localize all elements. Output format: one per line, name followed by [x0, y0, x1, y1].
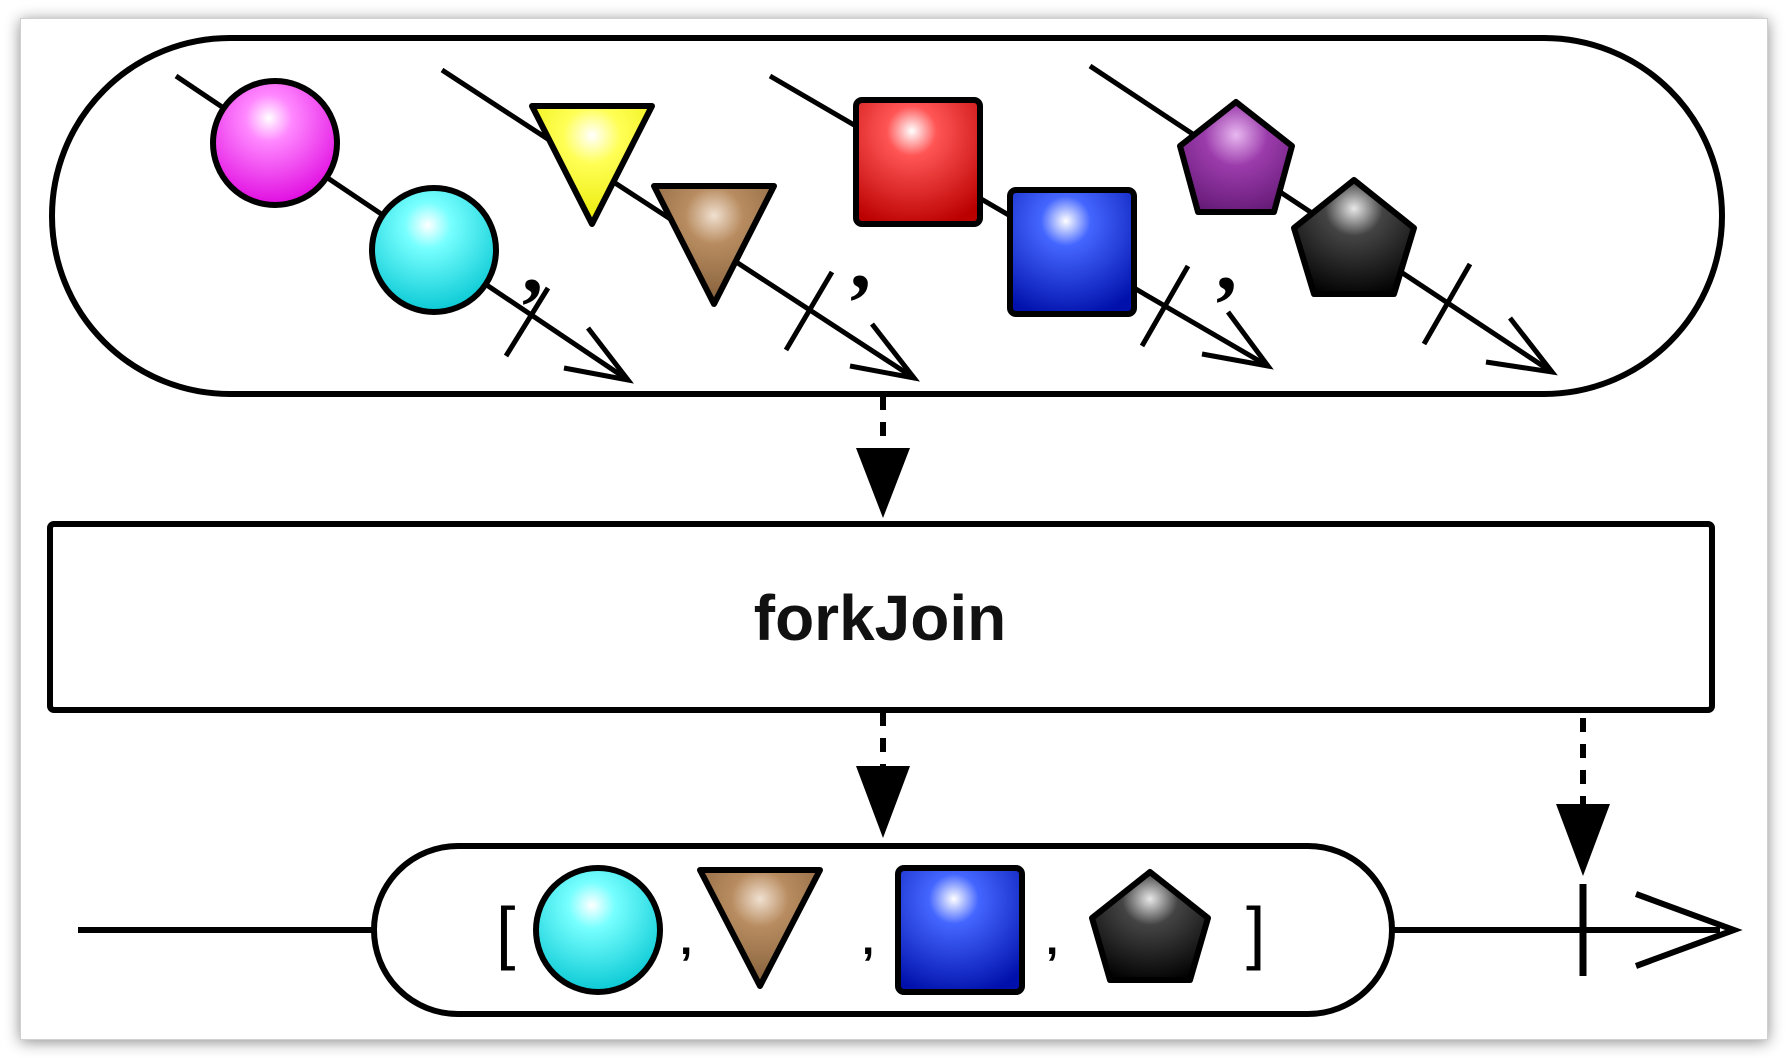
- connector-arrowhead: [856, 448, 910, 518]
- black-pentagon-marble: [1291, 177, 1417, 297]
- operator-label: forkJoin: [754, 582, 1006, 654]
- stream-separator-comma: ,: [522, 218, 543, 311]
- completion-connector: [1556, 718, 1610, 876]
- black-pentagon-marble: [1089, 869, 1211, 983]
- input-stream-squares: [768, 73, 1274, 370]
- completion-tick: [783, 270, 835, 352]
- connector-arrowhead: [1556, 804, 1610, 876]
- stream-arrowhead: [849, 322, 921, 382]
- array-separator-comma: ,: [862, 915, 874, 964]
- completion-tick: [1139, 264, 1191, 348]
- array-separator-comma: ,: [1046, 915, 1058, 964]
- completion-tick: [1421, 262, 1473, 346]
- output-capsule: [ , , , ]: [371, 843, 1395, 1017]
- open-bracket: [: [496, 893, 515, 971]
- operator-to-result-connector: [856, 712, 910, 838]
- stream-arrowhead: [1201, 310, 1274, 370]
- red-square-marble: [853, 97, 983, 227]
- array-separator-comma: ,: [680, 915, 692, 964]
- connector-arrowhead: [856, 766, 910, 838]
- output-capsule-outline: [371, 843, 1395, 1017]
- stream-separator-comma: ,: [850, 214, 871, 307]
- input-stream-circles: [174, 73, 634, 384]
- blue-square-marble: [1007, 187, 1137, 317]
- blue-square-marble: [895, 865, 1025, 995]
- yellow-triangle-marble: [529, 103, 655, 227]
- cyan-circle-marble: [369, 185, 499, 315]
- completion-tick: [503, 286, 551, 358]
- magenta-circle-marble: [210, 78, 340, 208]
- stream-arrowhead: [1485, 316, 1558, 376]
- brown-triangle-marble: [651, 183, 777, 307]
- timeline-arrowhead: [1634, 891, 1743, 969]
- input-to-operator-connector: [856, 396, 910, 518]
- purple-pentagon-marble: [1177, 99, 1295, 215]
- stream-arrowhead: [563, 326, 634, 384]
- brown-triangle-marble: [697, 867, 823, 989]
- input-stream-pentagons: [1088, 63, 1558, 376]
- operator-box: forkJoin: [47, 521, 1715, 713]
- close-bracket: ]: [1246, 893, 1265, 971]
- cyan-circle-marble: [533, 865, 663, 995]
- stream-separator-comma: ,: [1216, 216, 1237, 309]
- input-stream-triangles: [440, 67, 921, 382]
